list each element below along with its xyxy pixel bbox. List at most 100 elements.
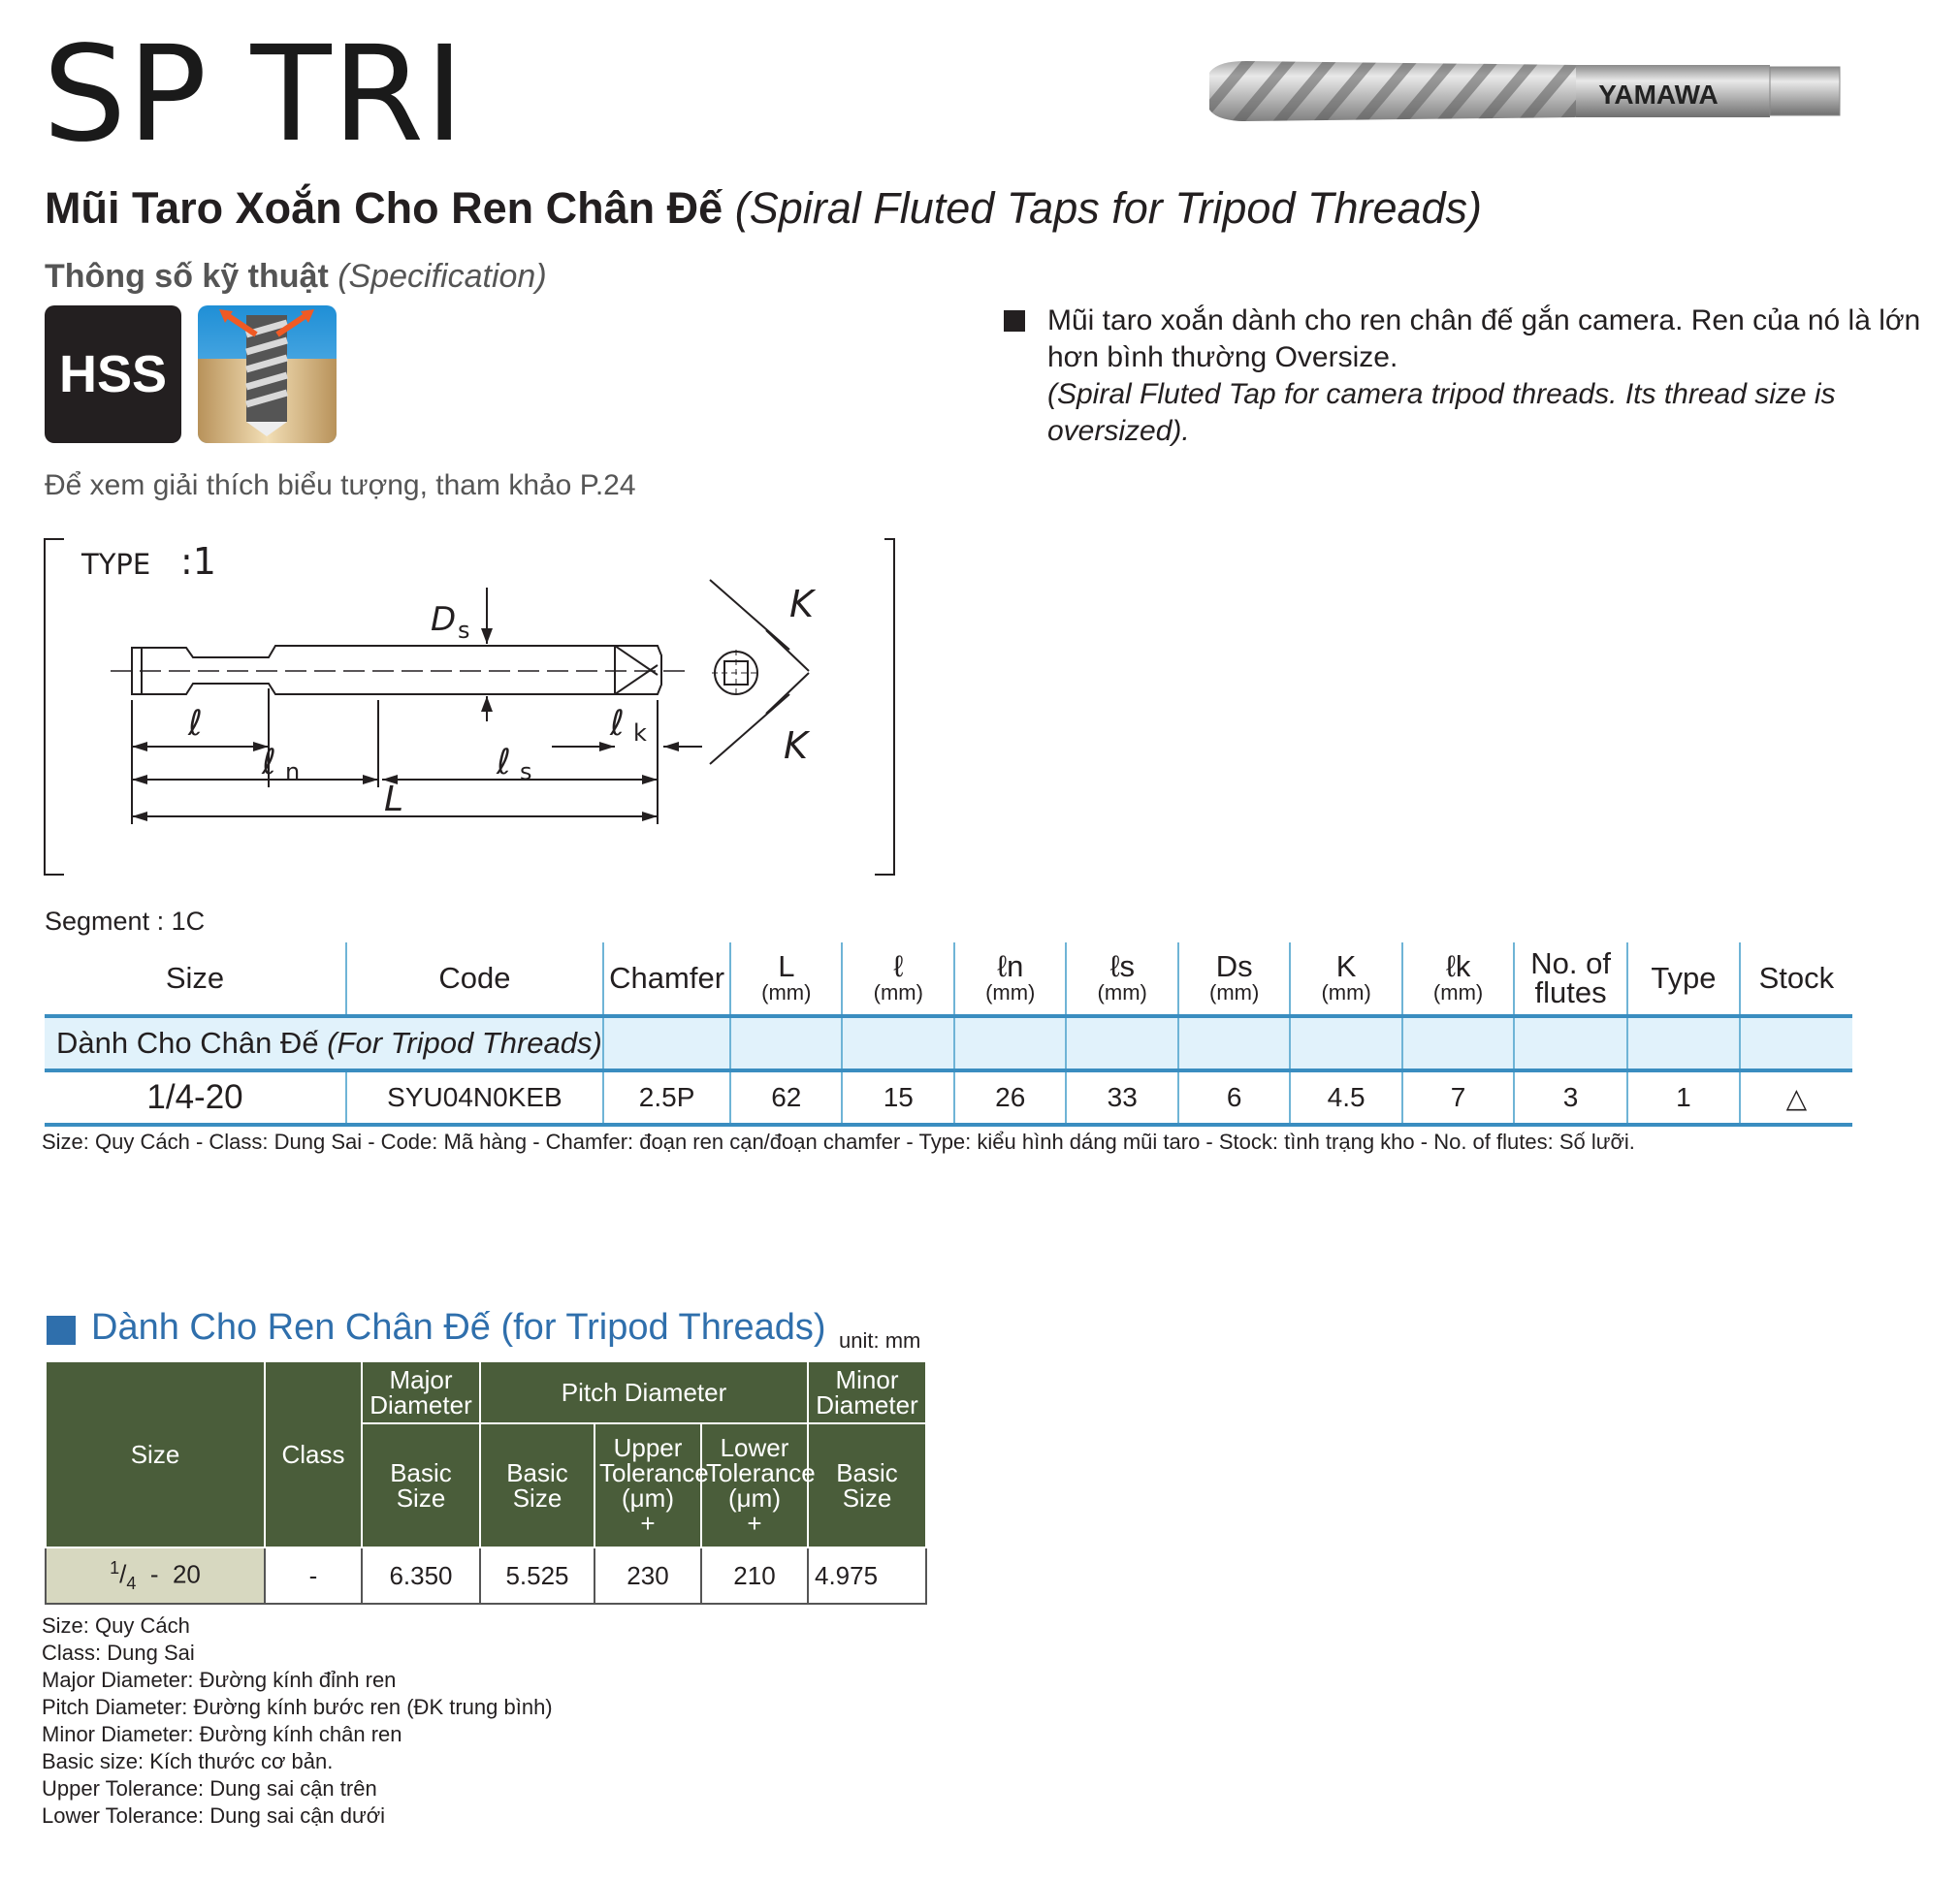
tap-square-end: [1769, 66, 1841, 116]
tap-product-image: YAMAWA: [1209, 61, 1841, 121]
brand-logo: YAMAWA: [1598, 80, 1718, 110]
col-stock: Stock: [1738, 942, 1852, 1018]
th-major-basic: Basic Size: [361, 1422, 481, 1548]
note-line: Class: Dung Sai: [42, 1641, 195, 1665]
label-ls: ℓ: [496, 743, 511, 782]
th-minor-basic: Basic Size: [807, 1422, 927, 1548]
col-K: K(mm): [1289, 942, 1403, 1018]
th-minor: Minor Diameter: [807, 1360, 927, 1424]
icon-reference-note: Để xem giải thích biểu tượng, tham khảo …: [45, 469, 636, 501]
col-code: Code: [345, 942, 603, 1018]
tap-outline: [131, 645, 662, 695]
th-class: Class: [264, 1360, 363, 1548]
table-row: 1/4 - 20 - 6.350 5.525 230 210 4.975: [45, 1547, 927, 1605]
note-line: Pitch Diameter: Đường kính bước ren (ĐK …: [42, 1695, 553, 1719]
th-major: Major Diameter: [361, 1360, 481, 1424]
label-L: L: [384, 780, 403, 819]
cell-size: 1/4-20: [45, 1070, 347, 1127]
col-chamfer: Chamfer: [601, 942, 731, 1018]
spiral-flute-icon: [198, 305, 337, 443]
thread-cell-major: 6.350: [361, 1547, 481, 1605]
section-square-icon: [47, 1316, 76, 1345]
label-Ds-sub: s: [458, 617, 470, 644]
col-Ds: Ds(mm): [1177, 942, 1291, 1018]
label-lk-sub: k: [633, 719, 647, 747]
thread-table: Size Class Major Diameter Pitch Diameter…: [45, 1360, 927, 1605]
note-line: Lower Tolerance: Dung sai cận dưới: [42, 1803, 386, 1828]
product-table-header: Size Code Chamfer L(mm) ℓ(mm) ℓn(mm) ℓs(…: [45, 942, 1852, 1018]
section-title: Dành Cho Ren Chân Đế (for Tripod Threads…: [91, 1307, 826, 1348]
col-type: Type: [1626, 942, 1740, 1018]
label-ls-sub: s: [520, 758, 532, 785]
thread-cell-minor: 4.975: [807, 1547, 927, 1605]
description-en: (Spiral Fluted Tap for camera tripod thr…: [1047, 378, 1836, 447]
col-size: Size: [45, 942, 347, 1018]
type-label: TYPE: [80, 548, 150, 581]
tap-flute-body: [1209, 61, 1576, 121]
cell-code: SYU04N0KEB: [345, 1070, 603, 1127]
right-bracket: [875, 538, 895, 876]
col-ls: ℓs(mm): [1065, 942, 1179, 1018]
tap-dimension-diagram: TYPE :1 D s K K ℓ ℓ n ℓ s ℓ k L: [44, 538, 895, 876]
cell-ln: 26: [953, 1070, 1067, 1127]
thread-cell-lower: 210: [700, 1547, 809, 1605]
cell-K: 4.5: [1289, 1070, 1403, 1127]
col-l: ℓ(mm): [841, 942, 955, 1018]
cell-ls: 33: [1065, 1070, 1179, 1127]
label-K-top: K: [789, 583, 817, 625]
note-line: Major Diameter: Đường kính đỉnh ren: [42, 1668, 397, 1692]
th-pitch: Pitch Diameter: [479, 1360, 809, 1424]
thread-cell-upper: 230: [594, 1547, 702, 1605]
category-row: Dành Cho Chân Đế (For Tripod Threads): [45, 1016, 1852, 1072]
bullet-square-icon: [1004, 310, 1025, 332]
table-row: 1/4-20 SYU04N0KEB 2.5P 62 15 26 33 6 4.5…: [45, 1070, 1852, 1127]
tap-shank: [1576, 65, 1770, 117]
spec-vi: Thông số kỹ thuật: [45, 258, 329, 295]
spec-en: (Specification): [337, 258, 547, 295]
category-label: Dành Cho Chân Đế (For Tripod Threads): [45, 1016, 603, 1072]
th-lower: Lower Tolerance (μm)+: [700, 1422, 816, 1548]
page-title: SP TRI: [43, 18, 466, 172]
note-line: Minor Diameter: Đường kính chân ren: [42, 1722, 402, 1746]
label-lk: ℓ: [609, 704, 625, 744]
label-Ds: D: [431, 600, 456, 639]
label-ln: ℓ: [261, 743, 276, 782]
label-l: ℓ: [187, 704, 203, 744]
cell-flutes: 3: [1513, 1070, 1628, 1127]
left-bracket: [44, 538, 64, 876]
note-line: Basic size: Kích thước cơ bản.: [42, 1749, 334, 1773]
th-upper: Upper Tolerance (μm)+: [594, 1422, 709, 1548]
hss-material-icon: HSS: [45, 305, 181, 443]
subtitle-en: (Spiral Fluted Taps for Tripod Threads): [734, 183, 1483, 233]
cell-chamfer: 2.5P: [601, 1070, 731, 1127]
note-line: Upper Tolerance: Dung sai cận trên: [42, 1776, 377, 1801]
product-table: Size Code Chamfer L(mm) ℓ(mm) ℓn(mm) ℓs(…: [45, 942, 1852, 1127]
table-footnote: Size: Quy Cách - Class: Dung Sai - Code:…: [42, 1130, 1635, 1154]
description-vi: Mũi taro xoắn dành cho ren chân đế gắn c…: [1047, 304, 1921, 373]
cell-lk: 7: [1401, 1070, 1515, 1127]
subtitle-vi: Mũi Taro Xoắn Cho Ren Chân Đế: [45, 183, 723, 233]
plus-icon: +: [747, 1509, 762, 1538]
th-pitch-basic: Basic Size: [479, 1422, 595, 1548]
note-line: Size: Quy Cách: [42, 1613, 190, 1638]
col-ln: ℓn(mm): [953, 942, 1067, 1018]
cell-L: 62: [729, 1070, 843, 1127]
type-value: :1: [180, 540, 216, 583]
cell-Ds: 6: [1177, 1070, 1291, 1127]
product-description: Mũi taro xoắn dành cho ren chân đế gắn c…: [1004, 303, 1949, 450]
page-subtitle: Mũi Taro Xoắn Cho Ren Chân Đế (Spiral Fl…: [45, 186, 1482, 230]
thread-cell-pitch: 5.525: [479, 1547, 595, 1605]
glossary-notes: Size: Quy Cách Class: Dung Sai Major Dia…: [42, 1612, 553, 1830]
unit-label: unit: mm: [839, 1328, 921, 1353]
label-ln-sub: n: [285, 758, 300, 785]
col-L: L(mm): [729, 942, 843, 1018]
cell-type: 1: [1626, 1070, 1740, 1127]
cell-stock: △: [1738, 1070, 1852, 1127]
thread-cell-size: 1/4 - 20: [45, 1547, 266, 1605]
label-K-bottom: K: [784, 724, 811, 767]
plus-icon: +: [640, 1509, 656, 1538]
thread-cell-class: -: [264, 1547, 363, 1605]
col-lk: ℓk(mm): [1401, 942, 1515, 1018]
cell-l: 15: [841, 1070, 955, 1127]
